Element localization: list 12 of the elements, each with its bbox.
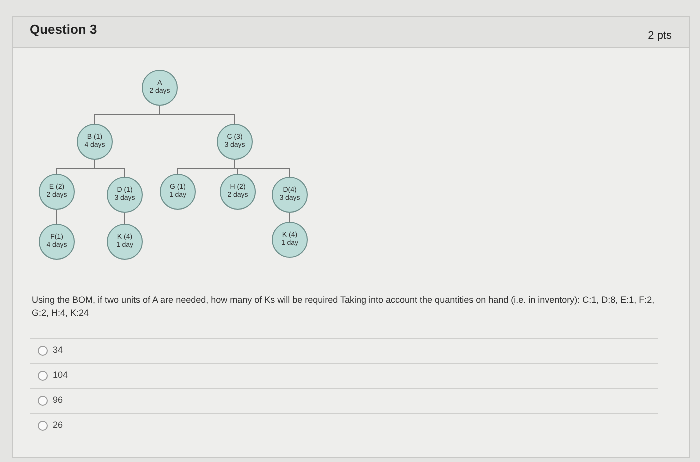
answer-option: 104 <box>53 370 68 380</box>
answer-option: 34 <box>53 345 64 355</box>
answer-option: 26 <box>53 420 64 430</box>
connector-line <box>94 160 126 178</box>
points-text: 2 pts <box>648 30 672 42</box>
question-text: Using the BOM, if two units of A are needed, how many of Ks will be required Taking into account the quantities on hand (i.e. in inventory): C:1, D:8, E:1, F:2, G:2, H:4, K:24 <box>32 294 656 320</box>
question-title: Question 3 <box>30 22 98 37</box>
answer-option: 96 <box>53 395 64 405</box>
connector-line <box>234 160 290 178</box>
connector-line <box>160 106 236 124</box>
connector-line <box>124 212 126 224</box>
connector-line <box>56 210 58 224</box>
